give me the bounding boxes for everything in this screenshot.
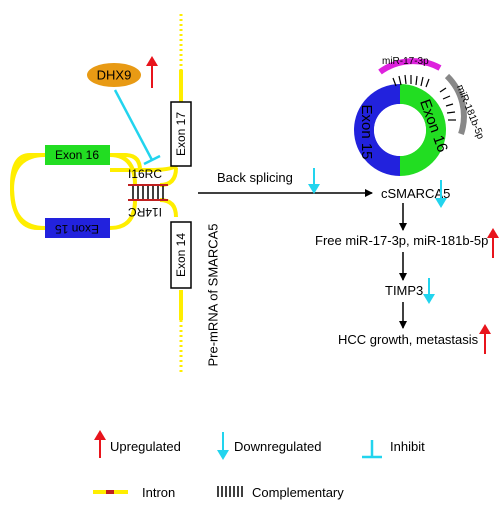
premrna-label: Pre-mRNA of SMARCA5 [205,223,220,366]
exon14-box [170,221,192,289]
exon15-label: Exon 15 [55,222,99,236]
back-splicing-down-arrow-icon [308,168,320,194]
legend-down-arrow-icon [217,432,229,460]
exon16-box [45,145,110,165]
legend-downregulated: Downregulated [234,439,321,454]
legend-inhibit: Inhibit [390,439,425,454]
exon14-label: Exon 14 [174,233,188,277]
legend-upregulated: Upregulated [110,439,181,454]
dhx9-label: DHX9 [97,67,132,82]
inhibit-line [113,89,161,166]
exon16-label: Exon 16 [55,148,99,162]
mir181-arc [444,73,467,135]
timp3-label: TIMP3 [385,283,423,298]
mir17-label: miR-17-3p [382,56,429,67]
exon17-box [170,101,192,167]
hcc-up-arrow-icon [479,324,491,354]
intron-exon15-right [109,199,137,230]
circ-rna [354,84,446,176]
mir181-complementary-ticks [439,87,456,121]
complementary-region [128,184,168,201]
circ-exon15-label: Exon 15 [358,104,375,159]
legend-complementary: Complementary [252,485,344,500]
exon15-box [45,218,110,238]
hcc-label: HCC growth, metastasis [338,332,479,347]
intron-exon16-right [109,153,137,186]
dhx9-oval [87,63,141,87]
legend-intron: Intron [142,485,175,500]
legend-up-arrow-icon [94,430,106,458]
free-mir-up-arrow-icon [487,228,499,258]
legend: Upregulated Downregulated Inhibit Intron… [93,430,425,500]
legend-complementary-icon [217,486,243,497]
dhx9-up-arrow-icon [146,56,158,88]
exon17-label: Exon 17 [174,112,188,156]
mir17-complementary-ticks [392,74,430,88]
csmarca5-label: cSMARCA5 [381,186,450,201]
i14rc-label: I14RC [128,205,162,219]
intron-left-loop [9,153,46,230]
back-splicing-label: Back splicing [217,170,293,185]
free-mir-label: Free miR-17-3p, miR-181b-5p [315,233,488,248]
csmarca5-down-arrow-icon [435,180,447,208]
mir17-arc [378,58,442,75]
i16rc-label: I16RC [128,167,162,181]
legend-inhibit-icon [362,440,382,459]
timp3-down-arrow-icon [423,278,435,304]
